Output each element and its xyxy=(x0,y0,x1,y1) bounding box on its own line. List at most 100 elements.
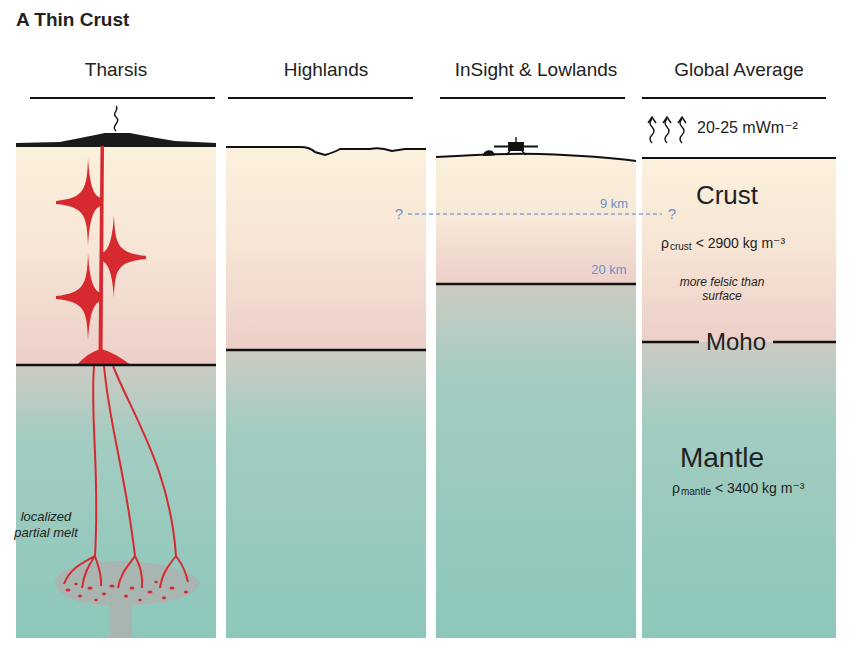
melt-conduits xyxy=(160,556,176,588)
unknown-depth-mark: ? xyxy=(395,205,403,223)
process-note: localized partial melt xyxy=(10,509,82,540)
heat-flow-value-holder: 20-25 mWm⁻² xyxy=(697,118,798,137)
column-heading: Tharsis xyxy=(85,59,147,82)
column-heading-holder: Highlands xyxy=(284,59,369,82)
melt-droplets xyxy=(170,586,175,589)
layer-name: Mantle xyxy=(680,441,764,475)
unknown-depth-mark-holder: ? xyxy=(395,205,403,223)
moho-lines xyxy=(226,349,426,352)
melt-droplets xyxy=(74,583,78,586)
melt-conduits xyxy=(95,556,101,586)
magma-dike xyxy=(56,158,101,246)
heat-flow-arrows xyxy=(663,117,671,123)
density-symbol: ρ xyxy=(661,235,669,252)
column-heading-holder: Global Average xyxy=(674,59,804,82)
composition-note-holder: more felsic than surface xyxy=(662,275,782,304)
density-value-holder: < 2900 kg m⁻³ xyxy=(696,235,786,252)
insight-section xyxy=(436,154,636,638)
column-heading-holder: Tharsis xyxy=(85,59,147,82)
column-heading-rules xyxy=(228,97,413,99)
density-symbol: ρ xyxy=(672,480,680,497)
density-value: < 2900 kg m⁻³ xyxy=(696,235,786,252)
heat-flow-arrows xyxy=(678,117,686,123)
moho-lines xyxy=(642,341,699,344)
melt-droplets xyxy=(154,581,158,584)
insight-lander-icon xyxy=(515,137,516,142)
density-subscript-holder: crust xyxy=(670,241,692,253)
melt-droplets xyxy=(102,593,106,596)
melt-droplets xyxy=(130,586,135,589)
composition-note: more felsic than surface xyxy=(662,275,782,304)
moho-lines xyxy=(16,364,216,367)
column-heading: Global Average xyxy=(674,59,804,82)
melt-droplets xyxy=(138,599,142,602)
tharsis-section xyxy=(16,365,216,638)
melt-droplets xyxy=(78,595,82,598)
insight-lander-icon xyxy=(494,146,538,148)
density-value: < 3400 kg m⁻³ xyxy=(715,480,805,497)
column-heading-holder: InSight & Lowlands xyxy=(455,59,618,82)
column-heading: Highlands xyxy=(284,59,369,82)
process-note-holder: localized partial melt xyxy=(10,509,82,540)
magma-dike xyxy=(56,146,146,366)
insight-section xyxy=(436,154,636,161)
highlands-section xyxy=(226,147,426,155)
heat-flow-arrows xyxy=(648,117,686,143)
melt-conduits xyxy=(176,556,188,582)
depth-label-holder: 9 km xyxy=(600,196,628,212)
magma-dike xyxy=(76,349,132,366)
melt-conduits xyxy=(82,556,95,588)
melt-conduits xyxy=(64,366,188,588)
melt-conduits xyxy=(93,366,96,556)
density-symbol-holder: ρ xyxy=(672,480,680,497)
heat-flow-arrows xyxy=(680,119,684,143)
density-subscript-holder: mantle xyxy=(681,486,711,498)
melt-droplets xyxy=(184,591,188,594)
column-panel: Tharsislocalized partial melt xyxy=(16,40,216,640)
magma-dike xyxy=(99,146,105,358)
boundary-name-holder: Moho xyxy=(706,328,766,357)
melt-droplets xyxy=(88,586,93,589)
figure-title: A Thin Crust xyxy=(16,9,129,31)
melt-conduits xyxy=(135,556,142,588)
density-subscript: mantle xyxy=(681,486,711,498)
boundary-name: Moho xyxy=(706,328,766,357)
unknown-depth-mark: ? xyxy=(668,205,676,223)
melt-conduits xyxy=(113,366,176,556)
dashed-depth-line xyxy=(408,213,662,214)
tharsis-section xyxy=(16,106,216,638)
insight-section xyxy=(436,284,636,638)
column-panel: InSight & Lowlands 9 km 20 km xyxy=(436,40,636,640)
melt-droplets xyxy=(148,590,153,593)
column-panel: Global Average20-25 mWm⁻²?Crustρcrust< 2… xyxy=(642,40,836,640)
insight-lander-icon xyxy=(522,151,526,155)
insight-lander-icon xyxy=(483,150,495,156)
moho-lines xyxy=(436,283,636,286)
highlands-section xyxy=(226,147,426,638)
heat-flow-value: 20-25 mWm⁻² xyxy=(697,118,798,137)
heat-flow-arrows xyxy=(648,117,656,123)
melt-droplets xyxy=(110,584,115,587)
column-panel: Highlands? xyxy=(226,40,426,640)
magma-dike xyxy=(102,215,146,298)
insight-lander-icon xyxy=(506,151,510,155)
column-heading-rules xyxy=(30,98,826,99)
tharsis-section xyxy=(16,133,216,147)
column-heading-rules xyxy=(30,97,215,99)
density-symbol-holder: ρ xyxy=(661,235,669,252)
depth-label: 9 km xyxy=(600,196,628,212)
magma-dike xyxy=(56,253,101,341)
melt-droplets xyxy=(162,597,166,600)
layer-name: Crust xyxy=(696,180,758,211)
heat-flow-arrows xyxy=(650,119,654,143)
column-heading-rules xyxy=(440,97,625,99)
melt-droplets xyxy=(124,595,128,598)
density-value-holder: < 3400 kg m⁻³ xyxy=(715,480,805,497)
highlands-section xyxy=(226,350,426,638)
layer-name-holder: Mantle xyxy=(680,441,764,475)
dashed-depth-line xyxy=(408,214,662,215)
depth-label: 20 km xyxy=(591,262,626,278)
plume-head xyxy=(55,561,200,638)
